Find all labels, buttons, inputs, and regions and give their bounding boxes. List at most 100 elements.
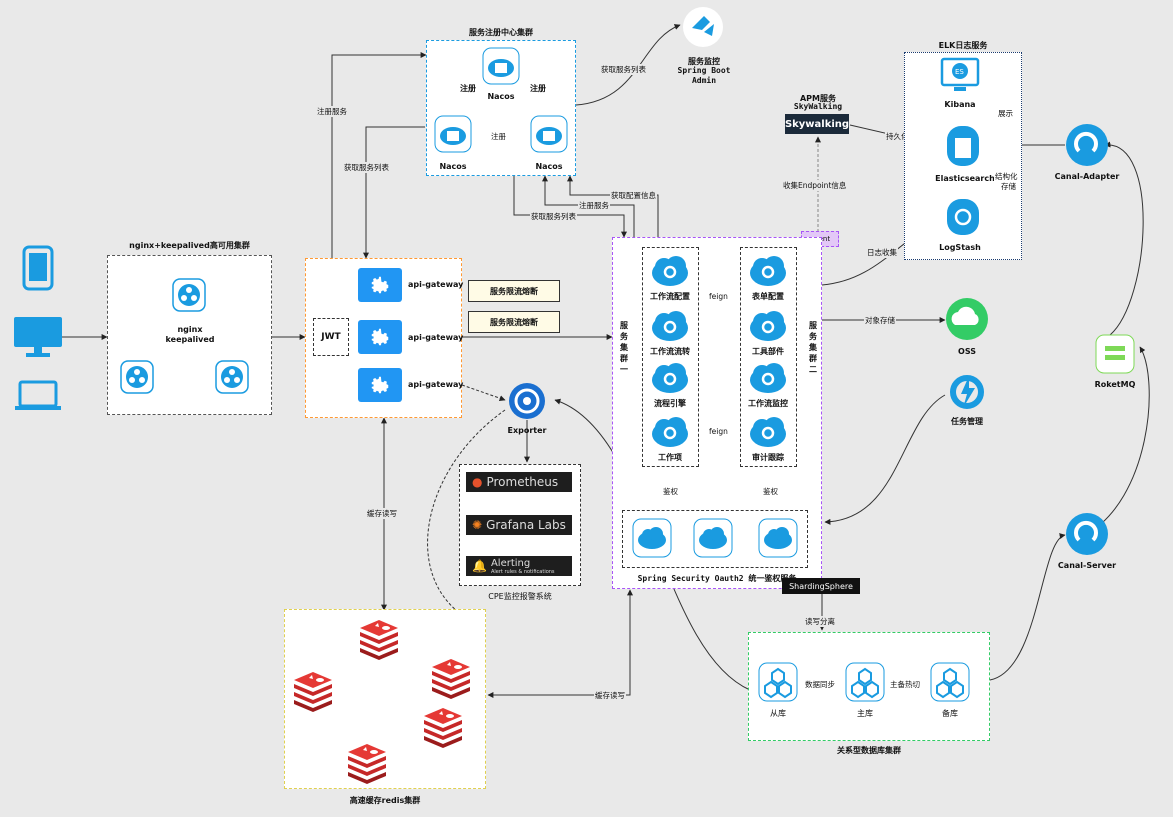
- db-cluster-title: 关系型数据库集群: [837, 746, 901, 755]
- cloud-icon: [758, 518, 798, 562]
- logstash-icon: [945, 197, 981, 241]
- service-node-label: 工具部件: [752, 347, 784, 356]
- get-service-list-label: 获取服务列表: [343, 162, 390, 173]
- canal-adapter-icon: [1065, 123, 1109, 171]
- canal-server-icon: [1065, 512, 1109, 560]
- exporter-label: Exporter: [507, 426, 547, 435]
- register-service-label: 注册服务: [316, 106, 348, 117]
- nacos-label: Nacos: [439, 162, 467, 171]
- skywalking-logo: Skywalking: [785, 114, 849, 134]
- cache-rw2-label: 缓存读写: [594, 690, 626, 701]
- kibana-label: Kibana: [944, 100, 976, 109]
- redis-cluster-title: 高速缓存redis集群: [349, 796, 421, 805]
- struct-label-2: 存储: [1000, 181, 1017, 192]
- elk-title: ELK日志服务: [938, 41, 988, 50]
- api-gateway-label: api-gateway: [408, 333, 464, 342]
- feign-label: feign: [708, 427, 729, 436]
- service-node-label: 工作项: [658, 453, 682, 462]
- db-backup-icon: [930, 662, 970, 706]
- monitoring-caption: CPE监控报警系统: [488, 592, 552, 601]
- edge-register-label: 注册: [530, 84, 546, 93]
- oss-icon: [945, 297, 989, 345]
- phone-icon: [22, 245, 54, 295]
- feign-label: feign: [708, 292, 729, 301]
- nginx-cluster-title: nginx+keepalived高可用集群: [129, 241, 250, 250]
- rate-limit-box: 服务限流熔断: [468, 311, 560, 333]
- cache-rw-label: 缓存读写: [366, 508, 398, 519]
- grafana-logo: ✺Grafana Labs: [466, 515, 572, 535]
- registry-title: 服务注册中心集群: [469, 28, 533, 37]
- canal-adapter-label: Canal-Adapter: [1054, 172, 1120, 181]
- monitor-label-3: Admin: [691, 76, 717, 85]
- elasticsearch-label: Elasticsearch: [935, 174, 995, 183]
- canal-server-label: Canal-Server: [1057, 561, 1117, 570]
- laptop-icon: [14, 380, 62, 416]
- nginx-node-icon: [120, 360, 154, 398]
- gear-icon: [358, 368, 402, 402]
- task-manage-icon: [945, 372, 989, 416]
- db-slave-label: 从库: [770, 709, 786, 718]
- redis-node-icon: [356, 618, 402, 664]
- auth-label: 鉴权: [762, 486, 779, 497]
- auth-caption: Spring Security Oauth2 统一鉴权服务: [637, 574, 797, 583]
- edge-register-label: 注册: [460, 84, 476, 93]
- monitor-label-2: Spring Boot: [677, 66, 731, 75]
- logstash-label: LogStash: [939, 243, 981, 252]
- db-slave-icon: [758, 662, 798, 706]
- service-node-icon: [748, 414, 788, 454]
- db-backup-label: 备库: [942, 709, 958, 718]
- service-node-icon: [748, 308, 788, 348]
- redis-node-icon: [420, 706, 466, 752]
- service-node-icon: [748, 253, 788, 293]
- monitor-label-1: 服务监控: [688, 57, 720, 66]
- nginx-node-icon: [215, 360, 249, 398]
- cloud-icon: [632, 518, 672, 562]
- persist-label: 持久化: [885, 131, 910, 142]
- service-node-icon: [748, 360, 788, 400]
- monitor-icon: [12, 315, 64, 363]
- sharding-sphere-logo: ShardingSphere: [782, 578, 860, 594]
- data-sync-label: 数据同步: [804, 679, 836, 690]
- service-node-label: 工作流配置: [650, 292, 690, 301]
- show-label: 展示: [997, 108, 1014, 119]
- monitor-edge-label: 获取服务列表: [600, 64, 647, 75]
- service-node-label: 流程引擎: [654, 399, 686, 408]
- redis-node-icon: [344, 742, 390, 788]
- oss-label: OSS: [958, 347, 976, 356]
- db-master-label: 主库: [857, 709, 873, 718]
- collect-endpoint-label: 收集Endpoint信息: [782, 180, 848, 191]
- nacos-label: Nacos: [487, 92, 515, 101]
- gear-icon: [358, 320, 402, 354]
- service-node-icon: [650, 414, 690, 454]
- register-service2-label: 注册服务: [578, 200, 610, 211]
- rate-limit-box: 服务限流熔断: [468, 280, 560, 302]
- service-node-icon: [650, 253, 690, 293]
- apm-label-1: APM服务: [799, 94, 836, 103]
- service-node-label: 工作流监控: [748, 399, 788, 408]
- get-config-label: 获取配置信息: [610, 190, 657, 201]
- redis-node-icon: [428, 657, 474, 703]
- service-column-right: [740, 247, 797, 467]
- cluster1-label: 服务集群一: [620, 321, 628, 374]
- service-node-icon: [650, 308, 690, 348]
- nacos-icon: [482, 47, 520, 89]
- cluster2-label: 服务集群二: [809, 321, 817, 374]
- jwt-label: JWT: [321, 332, 341, 342]
- nacos-label: Nacos: [535, 162, 563, 171]
- auth-label: 鉴权: [662, 486, 679, 497]
- nacos-icon: [530, 115, 568, 157]
- elasticsearch-icon: [945, 124, 981, 172]
- jwt-box: JWT: [313, 318, 349, 356]
- db-master-icon: [845, 662, 885, 706]
- object-store-label: 对象存储: [864, 315, 896, 326]
- redis-node-icon: [290, 670, 336, 716]
- log-collect-label: 日志收集: [866, 247, 898, 258]
- service-node-label: 表单配置: [752, 292, 784, 301]
- service-node-icon: [650, 360, 690, 400]
- nginx-label: nginx: [177, 325, 203, 334]
- exporter-icon: [508, 382, 546, 424]
- task-manage-label: 任务管理: [951, 417, 983, 426]
- nginx-node-icon: [172, 278, 206, 316]
- rocketmq-icon: [1095, 334, 1135, 378]
